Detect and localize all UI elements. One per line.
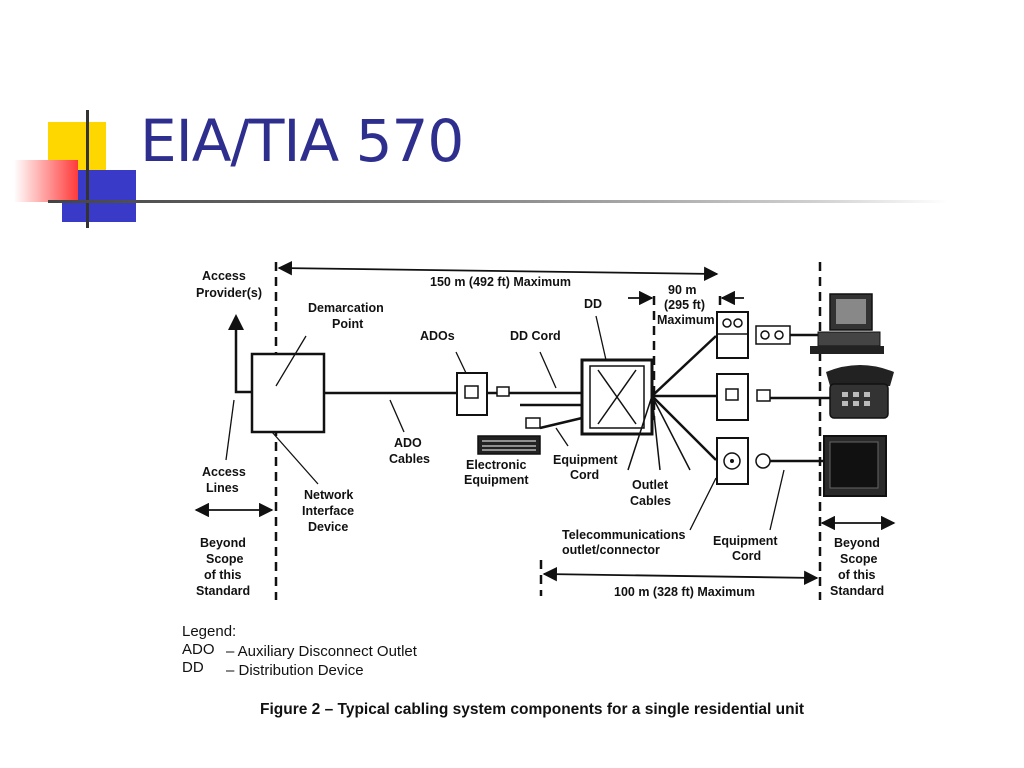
label-equipment-cord-r2: Cord	[732, 549, 761, 563]
label-dd: DD	[584, 297, 602, 311]
label-90m: 90 m	[668, 283, 697, 297]
outlet-cable-3	[651, 395, 717, 461]
label-beyond-l2: Scope	[206, 552, 244, 566]
label-telecom-2: outlet/connector	[562, 543, 660, 557]
outlet-coax-icon	[716, 437, 749, 485]
label-beyond-r1: Beyond	[834, 536, 880, 550]
coax-plug	[755, 453, 771, 469]
title-underline	[48, 200, 948, 203]
label-span-100: 100 m (328 ft) Maximum	[614, 585, 755, 599]
computer-icon	[810, 293, 884, 354]
legend-def-ado: – Auxiliary Disconnect Outlet	[226, 643, 417, 660]
label-access-lines-2: Lines	[206, 481, 239, 495]
span-150-arrow	[277, 260, 719, 282]
ado-plug	[496, 386, 510, 397]
label-electronic: Electronic	[466, 458, 526, 472]
label-equipment: Equipment	[464, 473, 529, 487]
figure-caption: Figure 2 – Typical cabling system compon…	[260, 701, 805, 718]
label-demarcation: Demarcation	[308, 301, 384, 315]
ado-jack-port	[464, 385, 479, 399]
label-equipment-cord-r1: Equipment	[713, 534, 778, 548]
label-nid-2: Interface	[302, 504, 354, 518]
label-providers: Provider(s)	[196, 286, 262, 300]
label-beyond-r3: of this	[838, 568, 876, 582]
electronic-equipment-icon	[477, 435, 541, 455]
outlet-dual-icon	[716, 311, 749, 359]
access-provider-line	[234, 320, 252, 394]
equipment-plug	[525, 417, 541, 429]
label-outlet-cables: Cables	[630, 494, 671, 508]
legend-def-dd: – Distribution Device	[226, 662, 364, 679]
slide-title: EIA/TIA 570	[140, 107, 464, 175]
label-cables: Cables	[389, 452, 430, 466]
ado-jack-icon	[456, 372, 488, 416]
label-span-150: 150 m (492 ft) Maximum	[430, 275, 571, 289]
label-access: Access	[202, 269, 246, 283]
equip-cable-in	[539, 416, 583, 430]
television-icon	[823, 435, 887, 497]
legend-abbr-ado: ADO	[182, 641, 215, 658]
outlet-cable-1	[651, 335, 717, 397]
label-telecom-1: Telecommunications	[562, 528, 685, 542]
deco-red-square	[14, 160, 78, 202]
label-ado: ADO	[394, 436, 422, 450]
label-295ft: (295 ft)	[664, 298, 705, 312]
label-dd-cord: DD Cord	[510, 329, 561, 343]
label-beyond-r2: Scope	[840, 552, 878, 566]
label-equipment-cord-l1: Equipment	[553, 453, 618, 467]
label-beyond-l1: Beyond	[200, 536, 246, 550]
legend-abbr-dd: DD	[182, 659, 204, 676]
label-point: Point	[332, 317, 364, 331]
label-access-lines-1: Access	[202, 465, 246, 479]
telephone-icon	[826, 365, 894, 419]
span-100-arrow	[542, 566, 819, 586]
phone-plug	[756, 389, 771, 402]
label-beyond-r4: Standard	[830, 584, 884, 598]
label-ados: ADOs	[420, 329, 455, 343]
label-outlet: Outlet	[632, 478, 669, 492]
label-nid-3: Device	[308, 520, 348, 534]
label-maximum: Maximum	[657, 313, 715, 327]
outlet-phone-icon	[716, 373, 749, 421]
label-beyond-l4: Standard	[196, 584, 250, 598]
label-nid-1: Network	[304, 488, 353, 502]
label-equipment-cord-l2: Cord	[570, 468, 599, 482]
label-beyond-l3: of this	[204, 568, 242, 582]
deco-vertical-line	[86, 110, 89, 228]
access-provider-arrowhead	[228, 314, 244, 330]
legend-heading: Legend:	[182, 623, 237, 640]
